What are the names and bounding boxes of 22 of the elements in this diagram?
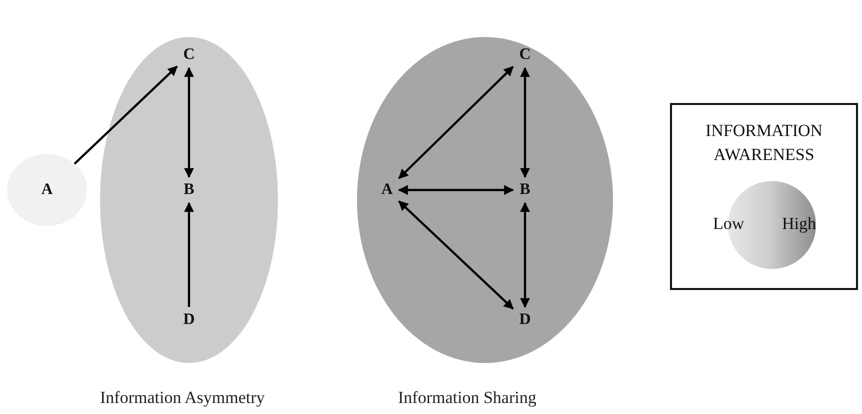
arrow bbox=[398, 66, 514, 180]
node-circle: A bbox=[7, 154, 87, 226]
caption: Information Sharing bbox=[398, 388, 536, 408]
node-letter: B bbox=[516, 180, 534, 200]
arrow bbox=[520, 67, 530, 178]
node-letter: B bbox=[180, 180, 198, 200]
node-letter: C bbox=[180, 45, 198, 65]
arrow bbox=[398, 200, 514, 310]
arrow bbox=[184, 202, 194, 307]
low-label: Low bbox=[713, 214, 744, 234]
arrow bbox=[184, 67, 194, 178]
node-letter: D bbox=[516, 310, 534, 330]
node-letter: A bbox=[378, 180, 396, 200]
arrow bbox=[520, 202, 530, 308]
arrow bbox=[74, 66, 178, 165]
legend-box bbox=[670, 103, 858, 290]
high-label: High bbox=[782, 214, 816, 234]
node-letter: C bbox=[516, 45, 534, 65]
node-letter: D bbox=[180, 310, 198, 330]
caption: Information Asymmetry bbox=[100, 388, 265, 408]
legend-title: INFORMATION AWARENESS bbox=[704, 120, 824, 166]
arrow bbox=[398, 185, 514, 195]
